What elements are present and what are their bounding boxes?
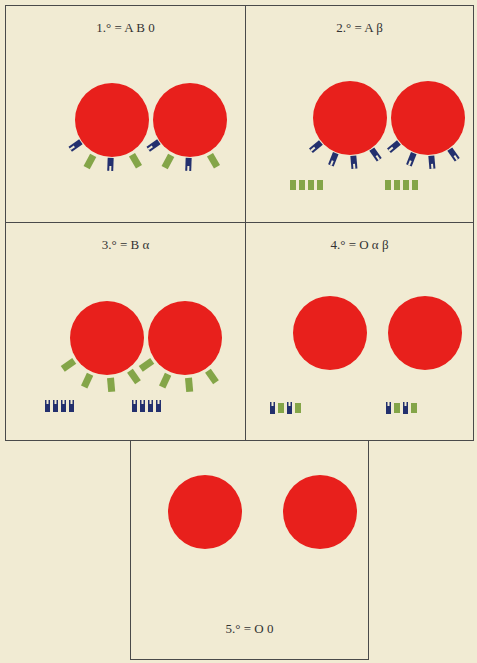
- panel-label: 1.° = A B 0: [93, 20, 157, 36]
- red-cell: [293, 296, 367, 370]
- panel-box: 5.° = O 0: [130, 440, 369, 660]
- red-cell: [139, 301, 222, 392]
- panel-box: 2.° = A β: [245, 5, 474, 223]
- panel-label: 4.° = O α β: [327, 237, 391, 253]
- red-cell: [387, 81, 465, 169]
- panel-box: 1.° = A B 0: [5, 5, 246, 223]
- antibody-group: [270, 402, 417, 414]
- panel-label: 5.° = O 0: [223, 621, 277, 637]
- red-cell: [309, 81, 387, 169]
- red-cell: [283, 475, 357, 549]
- panel-label: 3.° = B α: [99, 237, 153, 253]
- antibody-group: [45, 400, 161, 412]
- red-cell: [147, 83, 227, 171]
- red-cell: [61, 301, 144, 392]
- antibody-group: [290, 180, 418, 190]
- panel-box: 3.° = B α: [5, 222, 246, 441]
- red-cell: [69, 83, 149, 171]
- red-cell: [388, 296, 462, 370]
- panel-box: 4.° = O α β: [245, 222, 474, 441]
- red-cell: [168, 475, 242, 549]
- panel-label: 2.° = A β: [333, 20, 386, 36]
